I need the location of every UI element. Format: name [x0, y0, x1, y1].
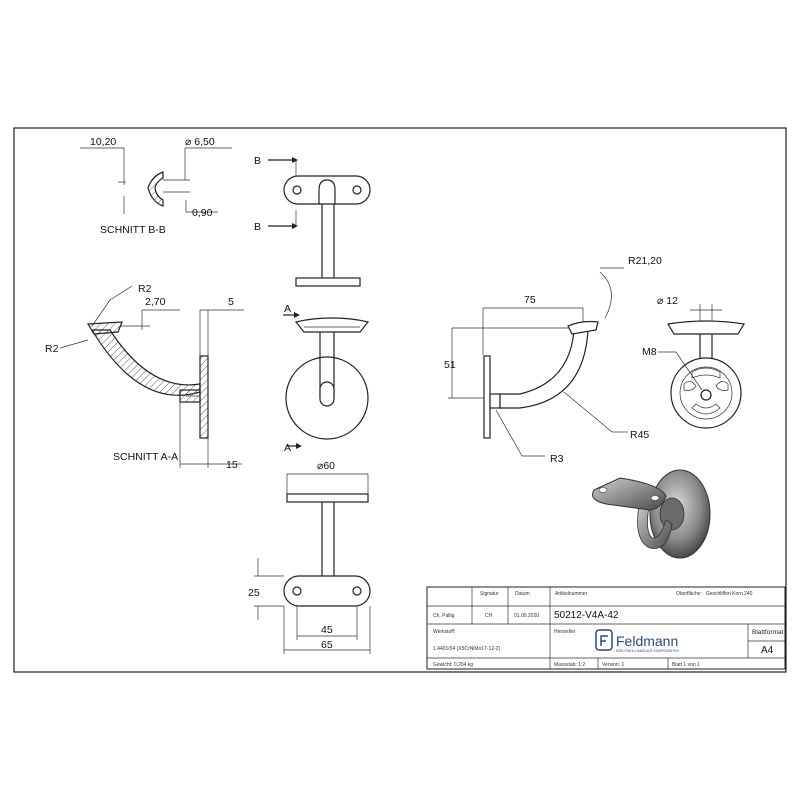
base-plate-top-view: [295, 277, 361, 287]
section-b-b: 10,20 ⌀ 6,50 0,90 SCHNITT B-B: [80, 136, 232, 236]
tb-date-label: Datum: [515, 591, 530, 597]
screw-hole-bottom-right: [352, 586, 362, 596]
saddle-plate-top: [283, 175, 371, 205]
side-thread: [489, 393, 501, 409]
tb-weight: Gewicht: 0,204 kg: [433, 662, 473, 668]
section-b-b-title: SCHNITT B-B: [100, 224, 166, 236]
dim-45: 45: [321, 624, 333, 636]
side-saddle: [567, 320, 599, 335]
iso-arm: [637, 499, 673, 549]
label-b-top: B: [254, 155, 261, 167]
dim-r3: R3: [550, 453, 564, 465]
dim-0-90: 0,90: [192, 207, 213, 219]
side-base-plate: [483, 355, 491, 439]
section-a-a-title: SCHNITT A-A: [113, 451, 178, 463]
post-end: [319, 381, 335, 407]
tb-material-value: 1.4401/04 (X5CrNiMo17-12-2): [433, 646, 501, 652]
dim-65: 65: [321, 639, 333, 651]
label-a-top: A: [284, 303, 291, 315]
tb-version: Version: 1: [602, 662, 624, 668]
screw-hole-right: [352, 185, 362, 195]
tb-material-label: Werkstoff:: [433, 629, 455, 635]
tb-date-value: 01.09.2020: [514, 613, 539, 619]
iso-saddle: [592, 477, 667, 511]
side-arm: [499, 329, 589, 409]
logo-tagline: EDELSTAHL-HANDLAUF-KOMPONENTEN: [616, 649, 679, 653]
saddle-front: [294, 317, 370, 333]
label-a-bottom: A: [284, 442, 291, 454]
dim-5: 5: [228, 296, 234, 308]
dim-r21-20: R21,20: [628, 255, 662, 267]
tb-article-number: 50212-V4A-42: [554, 610, 619, 621]
dim-75: 75: [524, 294, 536, 306]
title-block: Signatur Datum Artikelnummer Oberfläche:…: [426, 586, 786, 670]
base-plate-side: [286, 493, 369, 503]
dim-2-70: 2,70: [145, 296, 166, 308]
top-view: B B: [254, 155, 371, 287]
dim-m8: M8: [642, 346, 657, 358]
tb-article-label: Artikelnummer: [555, 591, 588, 597]
dim-diameter-60: ⌀60: [317, 460, 335, 472]
side-view: 75 R21,20 51 R45 R3: [444, 255, 662, 465]
end-saddle: [667, 320, 745, 335]
dim-r45: R45: [630, 429, 649, 441]
tb-signature-label: Signatur: [480, 591, 499, 597]
saddle-plate-bottom: [283, 575, 371, 607]
dim-r2-left: R2: [45, 343, 59, 355]
dim-10-20: 10,20: [90, 136, 116, 148]
handrail-arm-section: [90, 329, 201, 396]
tb-format-value: A4: [761, 645, 774, 656]
logo-name: Feldmann: [616, 633, 678, 649]
profile-b-b: [147, 171, 164, 207]
section-a-a: R2 2,70 5 R2 15 SCHNITT A-A: [45, 283, 244, 471]
dim-25: 25: [248, 587, 260, 599]
tb-signature-value: CH: [485, 613, 493, 619]
screw-hole-left: [292, 185, 302, 195]
front-view: A A: [283, 303, 370, 454]
drawing-frame: [13, 127, 787, 673]
tb-drawn-by: Ch. Pallig: [433, 613, 455, 619]
dim-15: 15: [226, 459, 238, 471]
tb-sheet: Blatt 1 von 1: [672, 662, 700, 668]
tb-manufacturer-label: Hersteller: [554, 629, 576, 635]
dim-51: 51: [444, 359, 456, 371]
tb-surface-label: Oberfläche:Geschliffen Korn 240: [676, 591, 753, 597]
isometric-view: [592, 469, 711, 559]
dim-diameter-12: ⌀ 12: [657, 295, 678, 307]
tb-format-label: Blattformat: [752, 629, 784, 636]
dim-diameter-6-50: ⌀ 6,50: [185, 136, 215, 148]
saddle-section: [86, 321, 123, 335]
center-thread: [700, 389, 712, 401]
logo-mark-icon: [595, 629, 613, 651]
tb-scale: Massstab: 1:2: [554, 662, 585, 668]
bottom-view: ⌀60 25 45 65: [248, 460, 371, 654]
screw-hole-bottom-left: [292, 586, 302, 596]
end-view: ⌀ 12 M8: [642, 295, 745, 429]
feldmann-logo: Feldmann EDELSTAHL-HANDLAUF-KOMPONENTEN: [595, 629, 679, 653]
base-plate-section: [199, 355, 209, 439]
dim-r2-top: R2: [138, 283, 152, 295]
end-base-disc: [670, 357, 742, 429]
label-b-bottom: B: [254, 221, 261, 233]
